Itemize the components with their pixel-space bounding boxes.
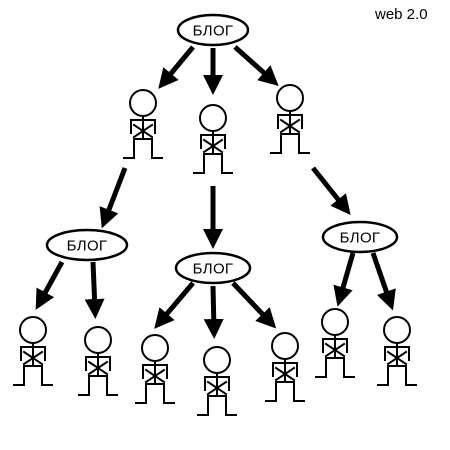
- blog-top-node: БЛОГ: [176, 13, 250, 47]
- person-icon: [78, 326, 118, 396]
- person-icon: [123, 89, 163, 159]
- blog-ellipse: [176, 13, 250, 47]
- blog-left-node: БЛОГ: [45, 228, 129, 262]
- arrow-edge: [35, 260, 65, 310]
- arrow-edge: [233, 45, 279, 86]
- blog-right-node: БЛОГ: [321, 220, 399, 254]
- person-icon: [197, 346, 237, 416]
- blog-ellipse: [45, 228, 129, 262]
- blog-center-node: БЛОГ: [174, 251, 252, 285]
- blog-label: БЛОГ: [67, 238, 108, 255]
- person-icon: [13, 316, 53, 386]
- arrow-edge: [231, 281, 277, 329]
- arrow-edge: [370, 252, 396, 311]
- blog-ellipse: [321, 220, 399, 254]
- arrow-edge: [203, 285, 224, 339]
- corner-label: web 2.0: [375, 6, 428, 23]
- arrow-edge: [84, 261, 105, 319]
- arrow-edge: [333, 252, 356, 307]
- blog-nodes: БЛОГ БЛОГ БЛОГ БЛОГ: [45, 13, 399, 285]
- person-icon: [193, 104, 233, 174]
- arrow-edge: [158, 45, 195, 89]
- arrow-edge: [311, 166, 351, 216]
- blog-ellipse: [174, 251, 252, 285]
- edges: [35, 45, 396, 339]
- person-icon: [377, 316, 417, 386]
- blog-label: БЛОГ: [193, 23, 234, 40]
- person-icon: [135, 334, 175, 404]
- person-icon: [270, 84, 310, 154]
- person-icon: [315, 308, 355, 378]
- arrow-edge: [99, 167, 128, 229]
- figures: [13, 84, 417, 416]
- blog-label: БЛОГ: [193, 261, 234, 278]
- arrow-edge: [154, 281, 195, 329]
- blog-label: БЛОГ: [340, 230, 381, 247]
- person-icon: [265, 332, 305, 402]
